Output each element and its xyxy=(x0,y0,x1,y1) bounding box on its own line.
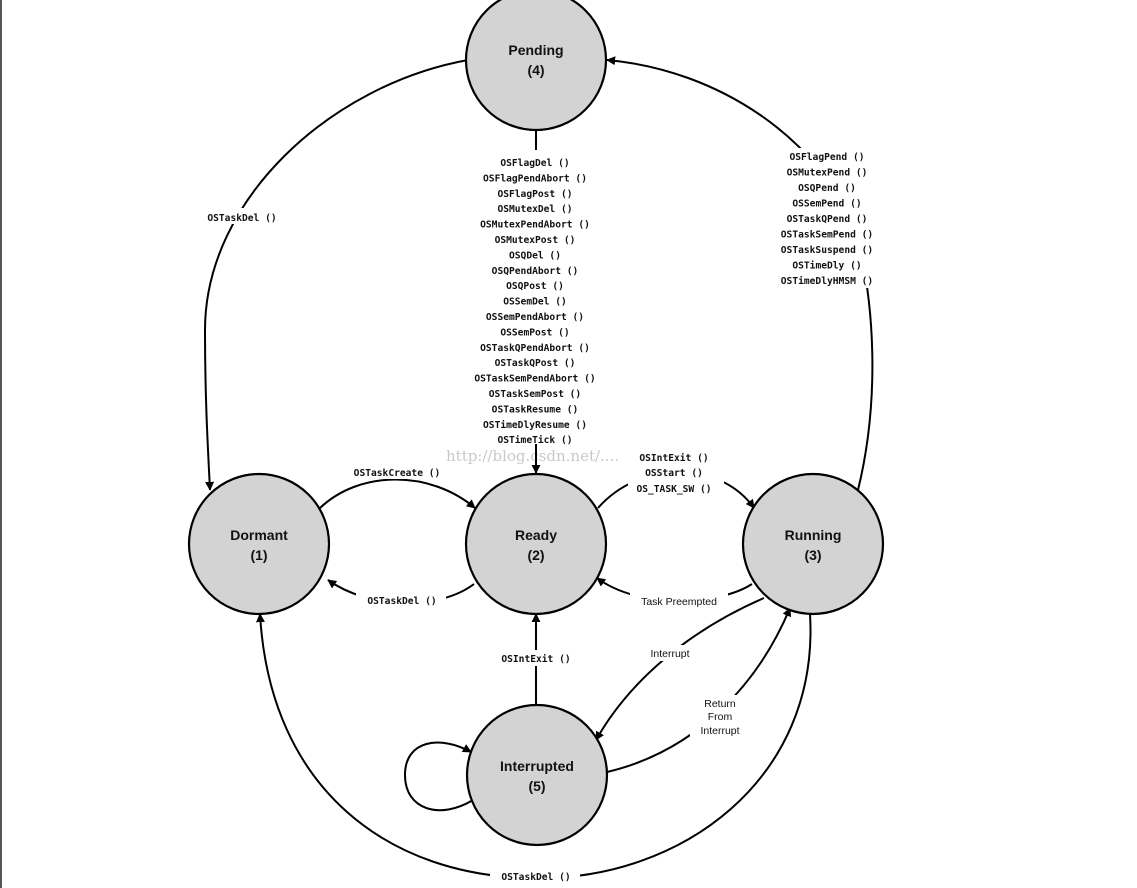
post-call-label: OSTaskResume () xyxy=(492,404,579,415)
label-running-to-pending: OSFlagPend () OSMutexPend () OSQPend () … xyxy=(781,152,873,287)
state-interrupted-name: Interrupted xyxy=(500,758,574,774)
post-call-label: OSTaskQPendAbort () xyxy=(480,343,590,354)
state-pending: Pending (4) xyxy=(464,0,608,132)
post-call-label: OSFlagPost () xyxy=(497,189,572,200)
return-label-line: Return xyxy=(704,698,736,710)
ready-running-call-label: OSIntExit () xyxy=(639,452,708,464)
post-call-label: OSQPost () xyxy=(506,281,564,292)
pend-call-label: OSSemPend () xyxy=(792,199,861,210)
pending-dormant-label-bg xyxy=(196,208,288,224)
post-call-label: OSTimeTick () xyxy=(497,434,572,446)
pend-call-label: OSTaskSuspend () xyxy=(781,245,873,256)
pend-call-label: OSTaskSemPend () xyxy=(781,230,873,241)
label-running-to-interrupted: Interrupt xyxy=(650,648,689,660)
label-dormant-to-ready: OSTaskCreate () xyxy=(354,468,441,479)
state-pending-name: Pending xyxy=(508,42,563,58)
post-call-label: OSTimeDlyResume () xyxy=(483,419,587,431)
edge-interrupted-self-loop xyxy=(403,741,474,812)
pend-call-label: OSFlagPend () xyxy=(789,152,864,163)
post-call-label: OSMutexPendAbort () xyxy=(480,220,590,231)
state-ready-number: (2) xyxy=(527,547,544,563)
pend-calls-label-bg xyxy=(770,148,886,288)
state-running: Running (3) xyxy=(741,472,885,616)
post-call-label: OSMutexPost () xyxy=(495,235,576,246)
state-dormant-number: (1) xyxy=(250,547,267,563)
state-interrupted-number: (5) xyxy=(528,778,545,794)
post-call-label: OSMutexDel () xyxy=(497,204,572,215)
label-interrupted-to-ready: OSIntExit () xyxy=(501,653,570,665)
post-call-label: OSQPendAbort () xyxy=(492,266,579,277)
state-dormant-circle xyxy=(187,472,331,616)
state-interrupted-circle xyxy=(465,703,609,847)
state-ready-circle xyxy=(464,472,608,616)
post-call-label: OSFlagDel () xyxy=(500,158,569,169)
preempted-label-bg xyxy=(630,593,728,609)
post-call-label: OSTaskQPost () xyxy=(495,358,576,369)
post-call-label: OSTaskSemPost () xyxy=(489,389,581,400)
state-pending-circle xyxy=(464,0,608,132)
label-interrupted-to-running: Return From Interrupt xyxy=(700,698,739,737)
post-call-label: OSSemPost () xyxy=(500,327,569,338)
post-call-label: OSFlagPendAbort () xyxy=(483,173,587,184)
state-dormant: Dormant (1) xyxy=(187,472,331,616)
state-ready: Ready (2) xyxy=(464,472,608,616)
state-pending-number: (4) xyxy=(527,62,544,78)
return-label-line: Interrupt xyxy=(700,725,739,737)
label-ready-to-dormant: OSTaskDel () xyxy=(367,596,436,607)
pend-call-label: OSTimeDlyHMSM () xyxy=(781,275,873,287)
state-dormant-name: Dormant xyxy=(230,527,288,543)
bottom-taskdel-label-bg xyxy=(490,868,580,884)
intexit-label-bg xyxy=(492,650,580,666)
label-running-to-ready: Task Preempted xyxy=(641,596,717,608)
window-left-border xyxy=(0,0,2,888)
ready-dormant-label-bg xyxy=(356,592,446,607)
pend-call-label: OSMutexPend () xyxy=(787,168,868,179)
state-running-name: Running xyxy=(785,527,842,543)
ready-running-label-bg xyxy=(628,450,724,496)
label-pending-to-ready: OSFlagDel () OSFlagPendAbort () OSFlagPo… xyxy=(474,158,595,446)
post-call-label: OSSemPendAbort () xyxy=(486,312,584,323)
ready-running-call-label: OS_TASK_SW () xyxy=(636,484,711,495)
edge-pending-to-dormant xyxy=(203,59,469,491)
label-pending-to-dormant: OSTaskDel () xyxy=(207,213,276,224)
label-running-to-dormant: OSTaskDel () xyxy=(501,872,570,883)
post-calls-label-bg xyxy=(470,152,602,444)
pend-call-label: OSTimeDly () xyxy=(792,260,861,272)
taskcreate-label-bg xyxy=(340,464,448,479)
state-ready-name: Ready xyxy=(515,527,557,543)
state-running-number: (3) xyxy=(804,547,821,563)
post-call-label: OSSemDel () xyxy=(503,297,567,308)
state-interrupted: Interrupted (5) xyxy=(465,703,609,847)
watermark-text: http://blog.csdn.net/.... xyxy=(446,447,619,465)
post-call-label: OSTaskSemPendAbort () xyxy=(474,374,595,385)
pend-call-label: OSQPend () xyxy=(798,183,856,194)
label-ready-to-running: OSIntExit () OSStart () OS_TASK_SW () xyxy=(636,452,711,495)
return-label-bg xyxy=(690,695,750,739)
return-label-line: From xyxy=(708,711,733,723)
interrupt-label-bg xyxy=(642,645,698,661)
pend-call-label: OSTaskQPend () xyxy=(787,214,868,225)
state-running-circle xyxy=(741,472,885,616)
post-call-label: OSQDel () xyxy=(509,250,561,261)
edge-dormant-to-ready xyxy=(319,478,476,509)
ready-running-call-label: OSStart () xyxy=(645,468,703,479)
